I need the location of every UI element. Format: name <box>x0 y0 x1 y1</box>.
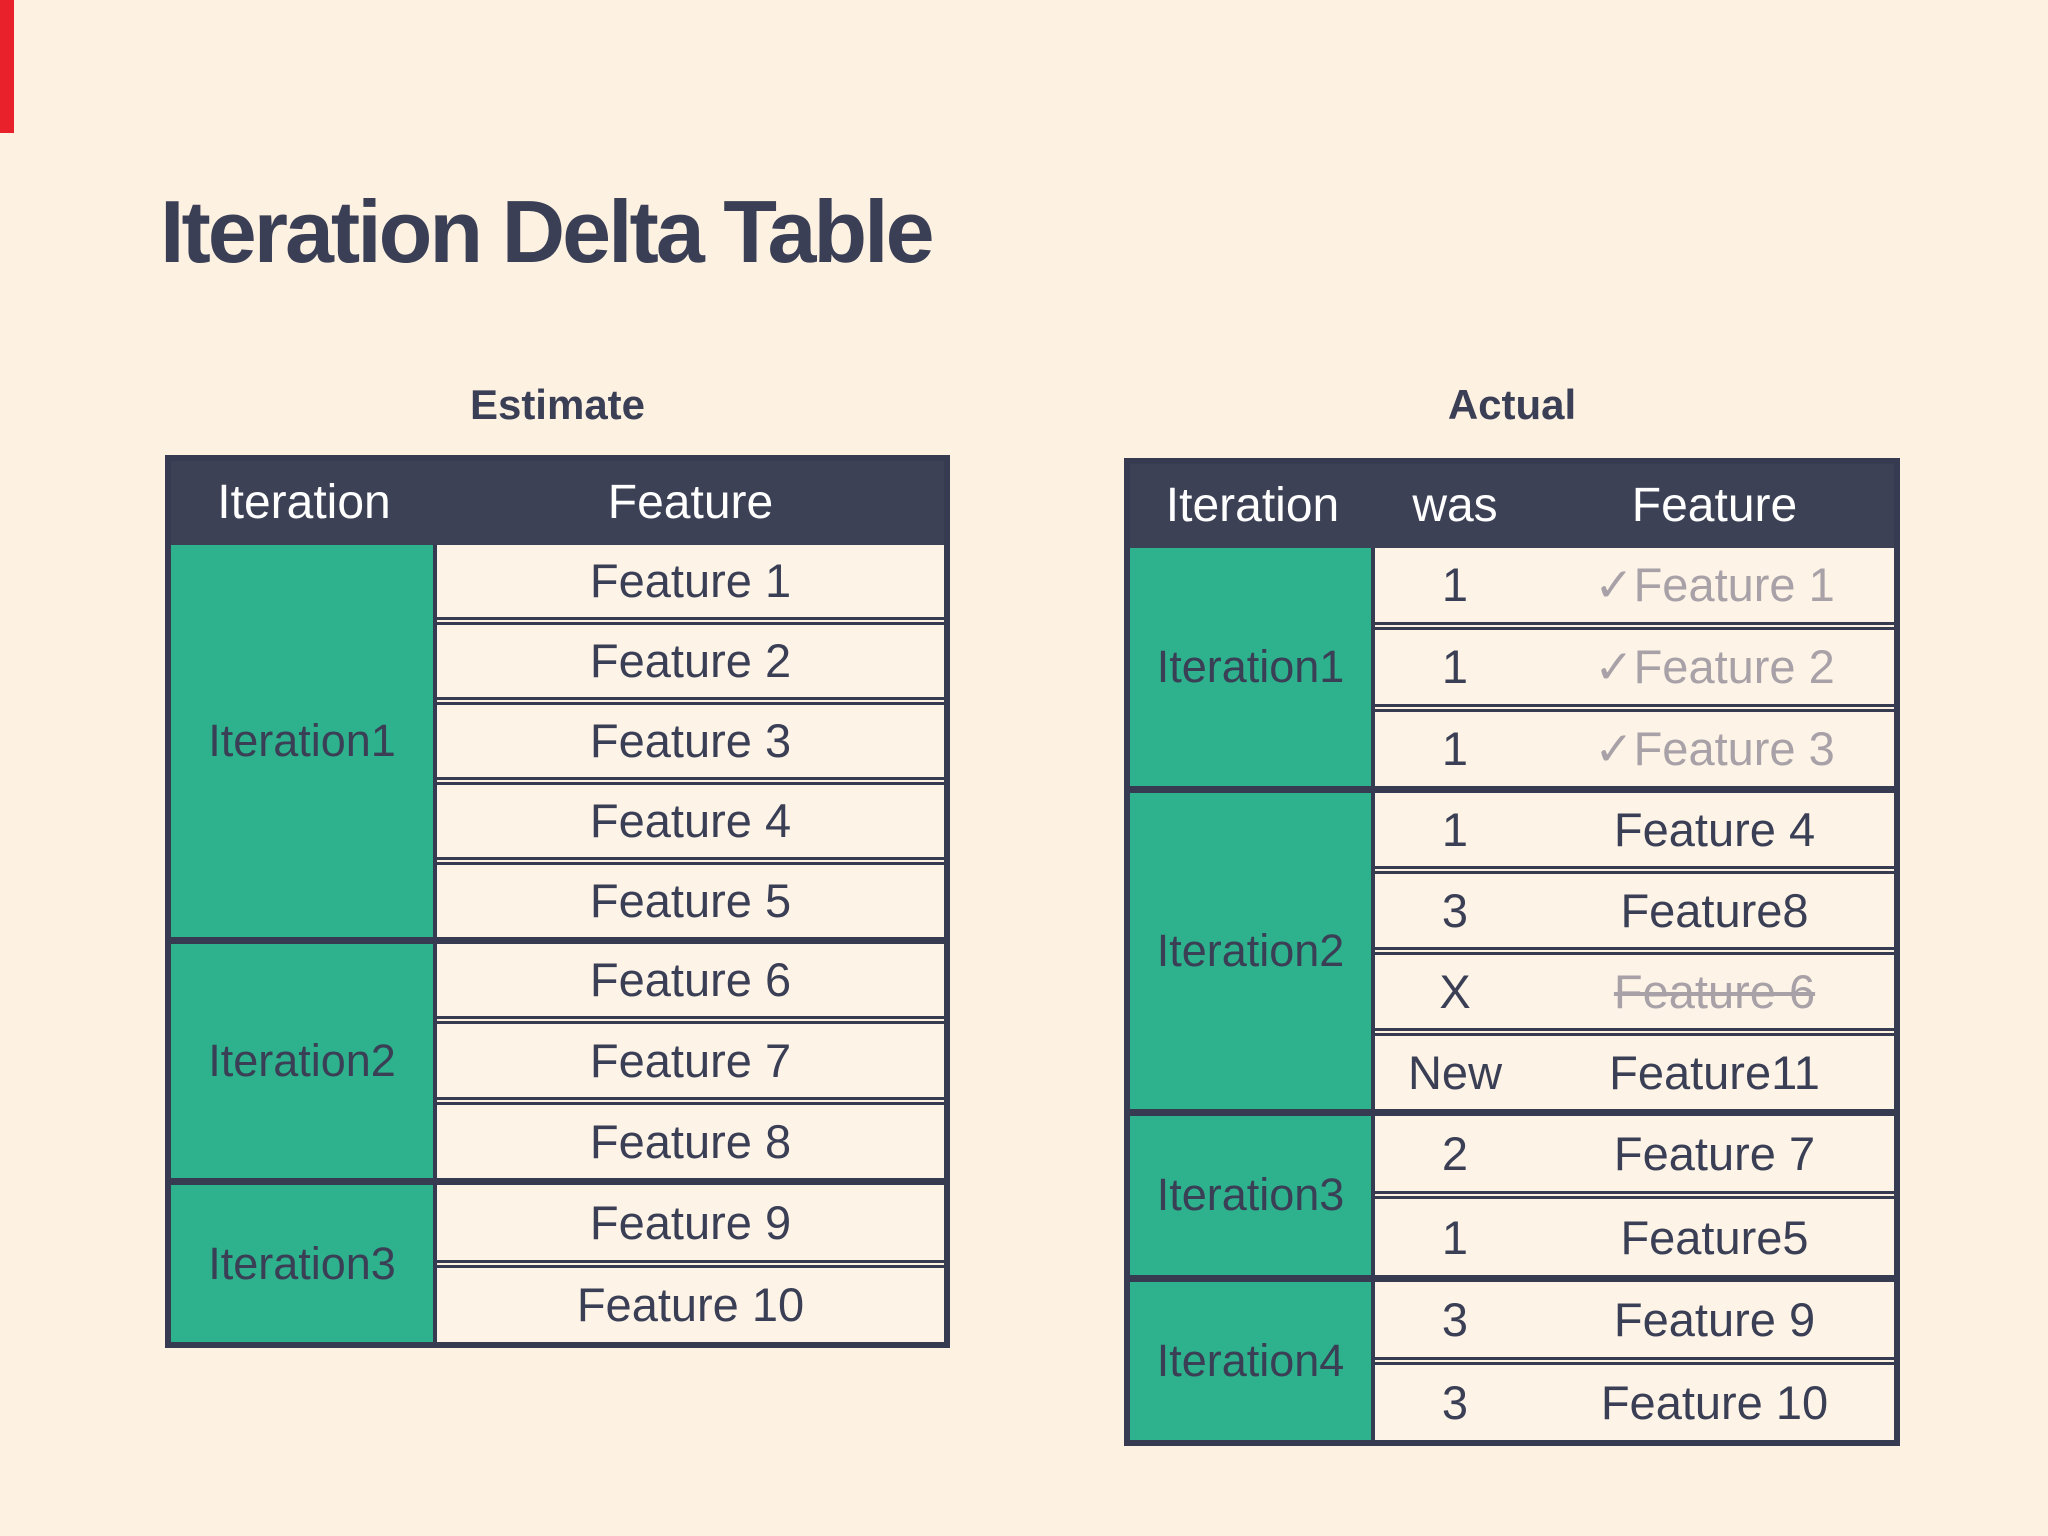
feature-label: Feature11 <box>1609 1046 1820 1100</box>
feature-label: Feature 6 <box>1613 965 1816 1019</box>
actual-table-body: Iteration1 1 ✓Feature 1 1 ✓Feature 2 1 ✓Featur… <box>1130 548 1894 1441</box>
table-row: 1 ✓Feature 1 <box>1375 548 1894 625</box>
was-value: 1 <box>1441 640 1469 694</box>
feature-label: Feature 4 <box>1613 802 1816 856</box>
table-row: Feature 8 <box>437 1102 944 1179</box>
iteration-group: Iteration1 1 ✓Feature 1 1 ✓Feature 2 1 ✓Featur… <box>1130 548 1894 793</box>
iteration-group: Iteration3 2 Feature 7 1 Feature5 <box>1130 1116 1894 1282</box>
table-row: New Feature11 <box>1375 1033 1894 1110</box>
estimate-table-header: Iteration Feature <box>171 461 944 545</box>
actual-label: Actual <box>1447 381 1577 428</box>
actual-header-feature: Feature <box>1631 479 1798 532</box>
iteration-group: Iteration2 Feature 6 Feature 7 Feature 8 <box>171 943 944 1186</box>
table-row: 1 Feature 4 <box>1375 792 1894 869</box>
feature-label: Feature 2 <box>589 634 792 688</box>
iteration-cell: Iteration3 <box>1130 1116 1371 1275</box>
table-row: Feature 3 <box>437 701 944 780</box>
table-row: 3 Feature8 <box>1375 870 1894 950</box>
table-row: 3 Feature 9 <box>1375 1281 1894 1360</box>
feature-label: Feature 9 <box>589 1196 792 1250</box>
feature-label: Feature 1 <box>589 554 792 608</box>
feature-label: Feature 10 <box>576 1278 805 1332</box>
table-row: X Feature 6 <box>1375 951 1894 1032</box>
feature-label: Feature 10 <box>1600 1375 1829 1429</box>
table-row: 3 Feature 10 <box>1375 1361 1894 1441</box>
table-row: 1 ✓Feature 2 <box>1375 626 1894 707</box>
was-value: 3 <box>1441 883 1469 937</box>
was-value: 3 <box>1441 1292 1469 1346</box>
was-value: X <box>1439 965 1471 1019</box>
feature-label: ✓Feature 3 <box>1594 722 1835 776</box>
table-row: 2 Feature 7 <box>1375 1116 1894 1195</box>
feature-label: Feature8 <box>1620 883 1809 937</box>
table-row: 1 Feature5 <box>1375 1196 1894 1275</box>
was-value: 1 <box>1441 722 1469 776</box>
feature-label: Feature 7 <box>1613 1127 1816 1181</box>
table-row: Feature 10 <box>437 1264 944 1342</box>
feature-label: ✓Feature 1 <box>1594 558 1835 612</box>
was-value: 1 <box>1441 802 1469 856</box>
iteration-cell: Iteration4 <box>1130 1281 1371 1440</box>
actual-header-iteration: Iteration <box>1165 479 1340 532</box>
iteration-cell: Iteration3 <box>171 1185 433 1342</box>
estimate-header-iteration: Iteration <box>217 476 391 529</box>
was-value: 3 <box>1441 1375 1469 1429</box>
table-row: Feature 2 <box>437 621 944 700</box>
table-row: Feature 6 <box>437 943 944 1020</box>
feature-rows: Feature 6 Feature 7 Feature 8 <box>433 943 944 1179</box>
feature-rows: 2 Feature 7 1 Feature5 <box>1371 1116 1894 1275</box>
table-row: Feature 5 <box>437 861 944 937</box>
iteration-cell: Iteration2 <box>171 943 433 1179</box>
estimate-header-feature: Feature <box>607 476 774 529</box>
feature-label: Feature 3 <box>589 714 792 768</box>
page-title: Iteration Delta Table <box>160 182 935 281</box>
feature-rows: Feature 9 Feature 10 <box>433 1185 944 1342</box>
iteration-cell: Iteration2 <box>1130 792 1371 1110</box>
accent-bar <box>0 0 14 133</box>
table-row: Feature 9 <box>437 1185 944 1263</box>
was-value: 1 <box>1441 558 1469 612</box>
feature-label: Feature 7 <box>589 1034 792 1088</box>
table-row: 1 ✓Feature 3 <box>1375 708 1894 786</box>
was-value: New <box>1407 1046 1503 1100</box>
feature-label: Feature5 <box>1620 1210 1809 1264</box>
iteration-group: Iteration3 Feature 9 Feature 10 <box>171 1185 944 1342</box>
iteration-cell: Iteration1 <box>171 545 433 937</box>
feature-label: Feature 9 <box>1613 1292 1816 1346</box>
feature-label: Feature 8 <box>589 1115 792 1169</box>
feature-label: Feature 4 <box>589 794 792 848</box>
actual-header-was: was <box>1412 479 1498 532</box>
feature-label: ✓Feature 2 <box>1594 640 1835 694</box>
estimate-label: Estimate <box>469 381 646 428</box>
actual-table-header: Iteration was Feature <box>1130 464 1894 548</box>
iteration-cell: Iteration1 <box>1130 548 1371 786</box>
table-row: Feature 4 <box>437 781 944 860</box>
feature-label: Feature 6 <box>589 953 792 1007</box>
table-row: Feature 7 <box>437 1021 944 1101</box>
table-row: Feature 1 <box>437 545 944 620</box>
was-value: 1 <box>1441 1210 1469 1264</box>
feature-rows: Feature 1 Feature 2 Feature 3 Feature 4 Feat… <box>433 545 944 937</box>
feature-rows: 1 ✓Feature 1 1 ✓Feature 2 1 ✓Feature 3 <box>1371 548 1894 786</box>
feature-label: Feature 5 <box>589 874 792 928</box>
was-value: 2 <box>1441 1127 1469 1181</box>
